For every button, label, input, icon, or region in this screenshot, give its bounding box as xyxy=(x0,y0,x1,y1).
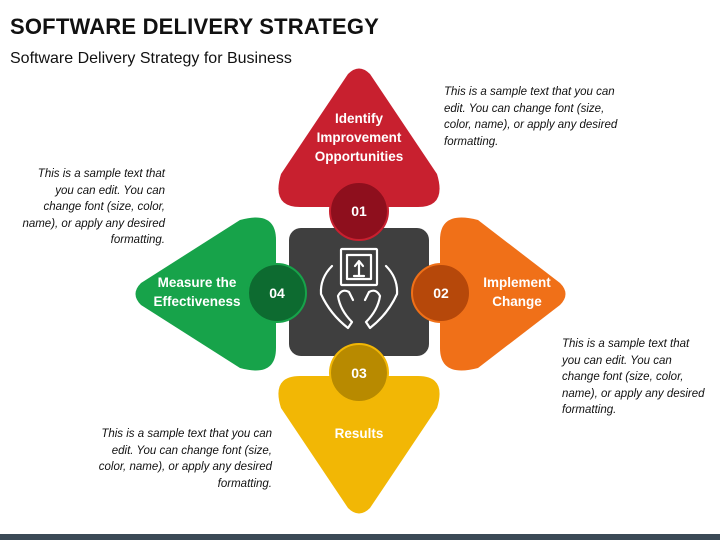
step-04-shape xyxy=(135,217,276,371)
step-03-description: This is a sample text that you can edit.… xyxy=(98,428,272,490)
step-01-label: Identify Improvement Opportunities xyxy=(314,111,404,164)
step-04-circle xyxy=(247,263,307,323)
step-02-circle xyxy=(411,263,471,323)
hands-holding-box-icon xyxy=(319,247,399,330)
step-04-label: Measure the Effectiveness xyxy=(153,275,241,309)
step-02-shape xyxy=(440,217,566,371)
page-subtitle: Software Delivery Strategy for Business xyxy=(10,50,292,67)
step-03-shape xyxy=(278,376,440,514)
step-03-circle xyxy=(329,343,389,403)
step-01-description: This is a sample text that you can edit.… xyxy=(444,86,618,148)
step-02-description: This is a sample text that you can edit.… xyxy=(562,338,705,416)
step-03-number: 03 xyxy=(351,365,367,381)
center-square xyxy=(289,228,429,356)
step-01-circle xyxy=(329,181,389,241)
footer-bar xyxy=(0,534,720,540)
step-01-shape xyxy=(278,68,440,207)
step-01-number: 01 xyxy=(351,203,367,219)
step-03-label: Results xyxy=(334,426,384,441)
step-04-description: This is a sample text that you can edit.… xyxy=(22,168,165,246)
step-02-number: 02 xyxy=(433,285,449,301)
step-04-number: 04 xyxy=(269,285,285,301)
page-title: SOFTWARE DELIVERY STRATEGY xyxy=(10,14,380,39)
step-02-label: Implement Change xyxy=(483,275,551,309)
